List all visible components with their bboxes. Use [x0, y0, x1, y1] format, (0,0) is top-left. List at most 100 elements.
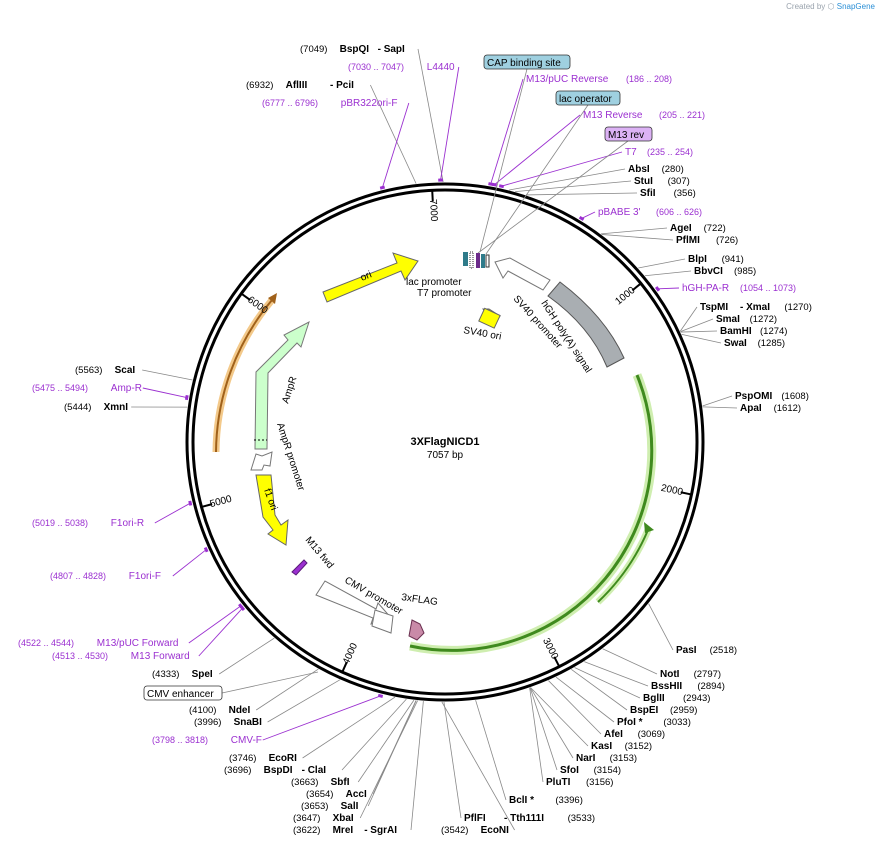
enzyme-position: (5563)	[75, 365, 102, 376]
primer-name: M13 Forward	[131, 651, 190, 662]
tick-mark	[241, 293, 251, 301]
sv40-ori-box	[478, 307, 501, 329]
primer-name: T7	[625, 147, 637, 158]
primer-site: M13/pUC Reverse(186 .. 208)	[526, 74, 672, 85]
enzyme-name: BlpI	[688, 254, 707, 265]
enzyme-name: SfoI	[560, 765, 579, 776]
enzyme-name-alt: - SgrAI	[364, 825, 397, 836]
tick-mark	[631, 283, 641, 292]
enzyme-leader	[548, 680, 602, 735]
enzyme-position: (7049)	[300, 44, 327, 55]
primer-site: (4513 .. 4530)M13 Forward	[52, 651, 190, 662]
primer-mark	[188, 500, 193, 506]
primer-leader	[494, 114, 581, 186]
enzyme-leader	[602, 648, 658, 675]
primer-range: (5019 .. 5038)	[32, 518, 88, 528]
enzyme-leader	[702, 395, 733, 407]
enzyme-leader	[302, 696, 396, 759]
enzyme-site: PflMI(726)	[676, 235, 738, 246]
enzyme-position: (2894)	[697, 681, 724, 692]
enzyme-position: (985)	[734, 266, 756, 277]
primer-site: (7030 .. 7047)L4440	[348, 62, 455, 73]
enzyme-name: AbsI	[628, 164, 650, 175]
primer-mark	[377, 693, 384, 698]
enzyme-site: PflFI- Tth111I(3533)	[464, 813, 595, 824]
enzyme-position: (941)	[722, 254, 744, 265]
primer-range: (606 .. 626)	[656, 207, 702, 217]
enzyme-leader	[574, 667, 641, 699]
labels-layer: (7049)BspQI- SapI (6932) AflIII - PciI AbsI (…	[18, 44, 812, 836]
primer-mark	[654, 286, 661, 292]
enzyme-name: BglII	[643, 693, 665, 704]
enzyme-name: NarI	[576, 753, 596, 764]
enzyme-name: NdeI	[229, 705, 251, 716]
f1-ori-feature	[255, 474, 289, 546]
enzyme-site: StuI(307)	[634, 176, 690, 187]
enzyme-position: (3152)	[625, 741, 652, 752]
enzyme-name: BamHI	[720, 326, 752, 337]
enzyme-site: BglII(2943)	[643, 693, 710, 704]
nicd-arc	[409, 374, 654, 652]
enzyme-position: (3653)	[301, 801, 328, 812]
enzyme-position: (1270)	[784, 302, 811, 313]
enzyme-site: (7049)BspQI- SapI	[300, 44, 405, 55]
enzyme-name: KasI	[591, 741, 612, 752]
credit-prefix: Created by	[786, 2, 826, 11]
cmv-enhancer-text: CMV enhancer	[147, 689, 214, 700]
ampr-feature	[254, 320, 310, 450]
snapgene-credit: Created by ⬡ SnapGene	[786, 2, 875, 11]
primer-mark	[203, 546, 209, 553]
enzyme-name-alt: - PciI	[330, 80, 354, 91]
enzyme-position: (6932)	[246, 80, 273, 91]
enzyme-name: SnaBI	[234, 717, 263, 728]
enzyme-name: BspEI	[630, 705, 659, 716]
enzyme-leader	[530, 687, 589, 747]
primer-range: (5475 .. 5494)	[32, 383, 88, 393]
primer-name: M13/pUC Reverse	[526, 74, 609, 85]
plasmid-length: 7057 bp	[427, 450, 464, 461]
enzyme-leader	[529, 687, 558, 771]
enzyme-leader	[410, 701, 424, 831]
primer-name: F1ori-R	[111, 518, 144, 529]
primer-leader	[440, 66, 460, 181]
ampr-promoter-feature	[250, 451, 273, 471]
m13rev-mark	[476, 253, 480, 268]
enzyme-leader	[571, 668, 628, 711]
enzyme-name-alt: - SapI	[378, 44, 405, 55]
sv40-ori-label: SV40 ori	[462, 325, 502, 342]
primer-range: (205 .. 221)	[659, 110, 705, 120]
m13-rev-box: M13 rev	[604, 126, 653, 142]
pbr322-arc	[215, 299, 273, 453]
enzyme-name: XmnI	[104, 402, 129, 413]
enzyme-name: AgeI	[670, 223, 692, 234]
enzyme-leader	[600, 227, 668, 235]
enzyme-leader	[443, 701, 462, 819]
primer-site: M13 Reverse(205 .. 221)	[583, 110, 705, 121]
enzyme-position: (3154)	[594, 765, 621, 776]
tick-mark	[341, 661, 348, 672]
enzyme-position: (4100)	[189, 705, 216, 716]
enzyme-site: BssHII(2894)	[651, 681, 725, 692]
enzyme-leader	[515, 180, 632, 193]
enzyme-name: EcoNI	[481, 825, 510, 836]
enzyme-leader	[702, 406, 738, 409]
enzyme-name: AfeI	[604, 729, 623, 740]
primer-site: (3798 .. 3818)CMV-F	[152, 735, 262, 746]
enzyme-leader	[601, 234, 674, 241]
threexflag-feature	[408, 619, 425, 641]
enzyme-leader	[648, 603, 674, 651]
enzyme-leader	[679, 306, 698, 332]
enzyme-name: AflIII	[286, 80, 308, 91]
primer-mark	[184, 395, 189, 401]
enzyme-site: SfiI(356)	[640, 188, 696, 199]
enzyme-position: (3396)	[555, 795, 582, 806]
enzyme-site: ApaI(1612)	[740, 403, 801, 414]
enzyme-site: KasI (3152)	[591, 741, 652, 752]
tick-label: 5000	[209, 494, 234, 510]
enzyme-position: (4333)	[152, 669, 179, 680]
cap-site-mark	[463, 252, 468, 266]
enzyme-leader	[680, 330, 718, 333]
enzyme-site: BbvCI(985)	[694, 266, 756, 277]
primer-name: M13/pUC Forward	[97, 638, 179, 649]
leaders-layer	[131, 48, 738, 831]
